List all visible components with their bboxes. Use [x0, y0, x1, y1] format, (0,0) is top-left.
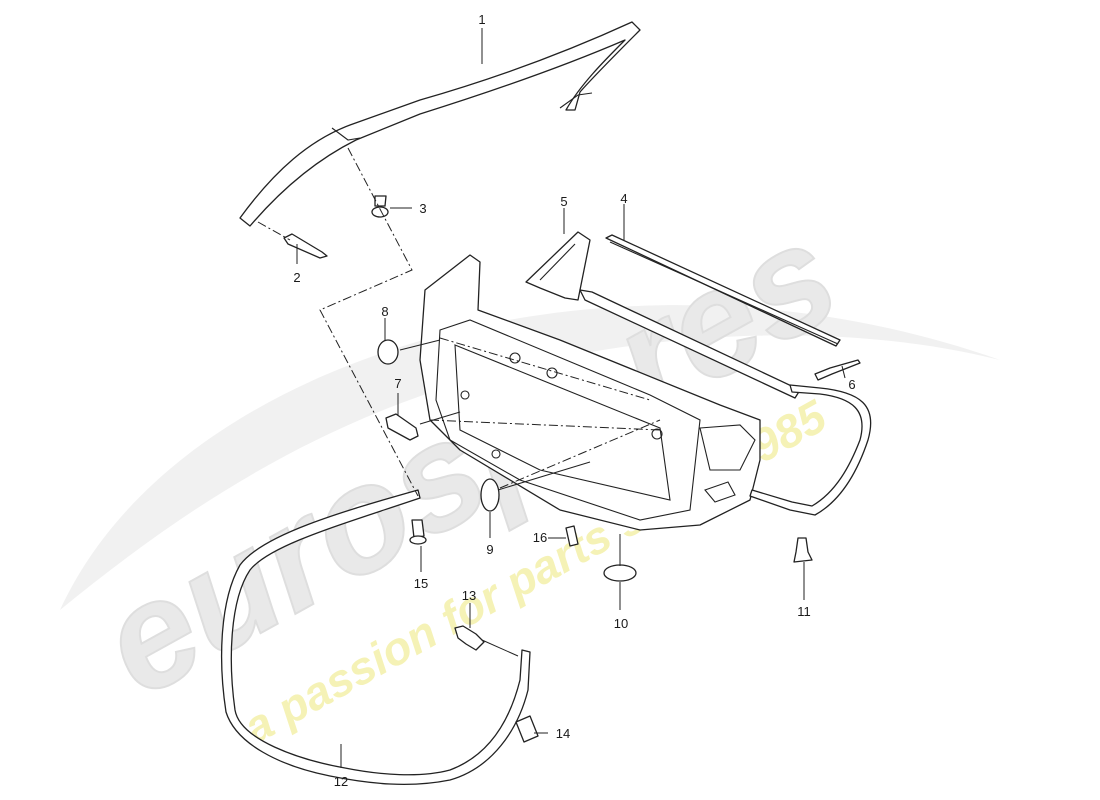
callout-4: 4 [620, 191, 627, 206]
part-14-latch[interactable] [515, 715, 539, 743]
callout-16: 16 [533, 530, 547, 545]
part-13-clip[interactable] [454, 625, 485, 651]
part-1-roof-seal[interactable] [239, 21, 641, 227]
callout-14: 14 [556, 726, 570, 741]
callout-10: 10 [614, 616, 628, 631]
part-6-pin[interactable] [814, 359, 861, 381]
callout-1: 1 [478, 12, 485, 27]
part-15-screw[interactable] [409, 519, 427, 545]
callout-9: 9 [486, 542, 493, 557]
leader-lines [296, 28, 846, 768]
callout-3: 3 [419, 201, 426, 216]
part-8-plug[interactable] [377, 339, 399, 365]
watermark-swoosh [60, 305, 1000, 610]
part-3-clip[interactable] [371, 195, 389, 218]
callout-7: 7 [394, 376, 401, 391]
part-2-pin[interactable] [283, 233, 328, 259]
centerlines [257, 147, 661, 497]
part-16-clip[interactable] [565, 525, 579, 547]
part-11-clip[interactable] [793, 537, 813, 563]
callout-12: 12 [334, 774, 348, 789]
part-5-mirror-triangle[interactable] [525, 231, 591, 301]
door-panel [419, 254, 801, 531]
callout-8: 8 [381, 304, 388, 319]
callout-13: 13 [462, 588, 476, 603]
part-10-plug-flat[interactable] [603, 564, 637, 582]
callout-15: 15 [414, 576, 428, 591]
outer-seal-right [749, 384, 872, 516]
part-9-plug-oval[interactable] [480, 478, 500, 512]
part-12-door-seal[interactable] [221, 489, 531, 785]
callout-2: 2 [293, 270, 300, 285]
callout-labels: 1 2 3 4 5 6 7 8 9 10 11 12 13 14 15 16 [293, 12, 855, 789]
callout-5: 5 [560, 194, 567, 209]
callout-11: 11 [797, 604, 811, 619]
callout-6: 6 [848, 377, 855, 392]
part-4-window-strip[interactable] [605, 234, 841, 347]
part-7-bracket[interactable] [385, 413, 419, 441]
